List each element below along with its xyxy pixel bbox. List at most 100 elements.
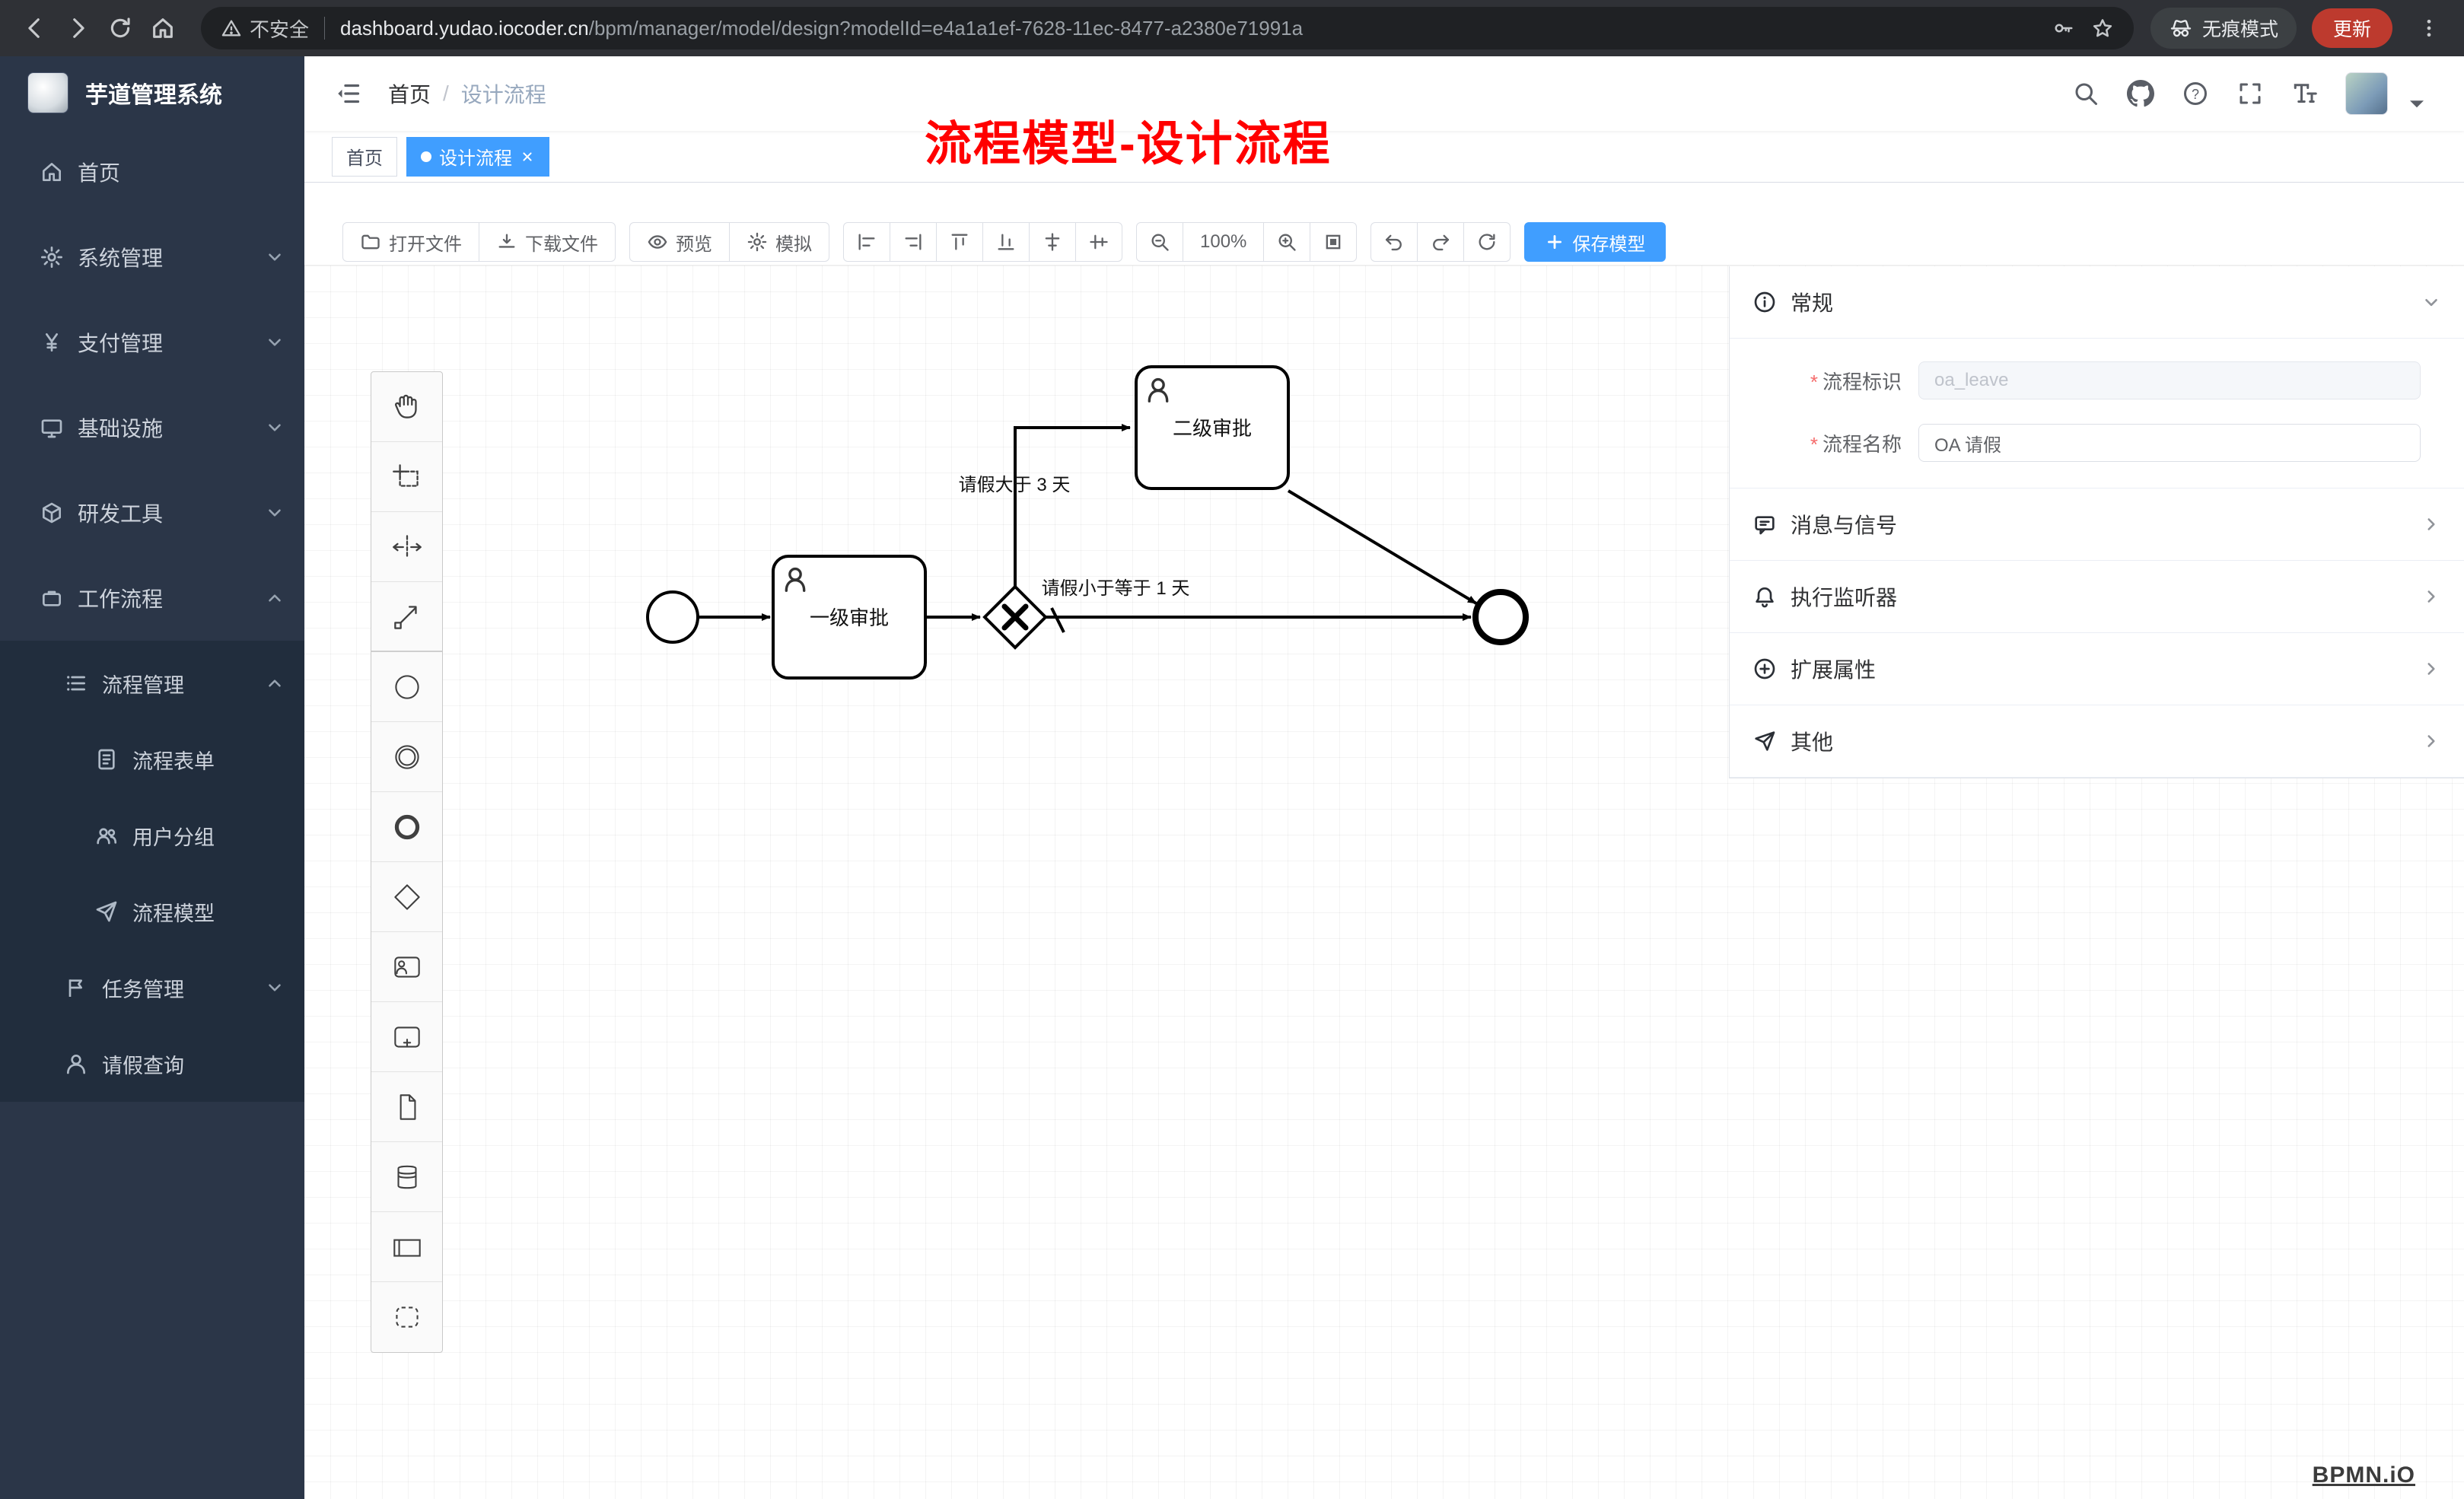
address-bar[interactable]: 不安全 dashboard.yudao.iocoder.cn/bpm/manag…	[201, 7, 2134, 49]
sidebar-item-leave-query[interactable]: 请假查询	[0, 1026, 304, 1102]
sidebar-item-task-mgmt[interactable]: 任务管理	[0, 950, 304, 1026]
section-execution-listener[interactable]: 执行监听器	[1730, 561, 2464, 633]
browser-home-button[interactable]	[142, 7, 184, 49]
cube-icon	[43, 502, 61, 524]
create-subprocess[interactable]	[371, 1002, 442, 1072]
section-messages-signals[interactable]: 消息与信号	[1730, 489, 2464, 561]
key-icon[interactable]	[2052, 17, 2074, 40]
fullscreen-button[interactable]	[2236, 79, 2265, 108]
preview-button[interactable]: 预览	[629, 222, 730, 262]
section-extended-attributes[interactable]: 扩展属性	[1730, 633, 2464, 705]
restart-button[interactable]	[1463, 222, 1511, 262]
process-key-label: 流程标识	[1822, 370, 1902, 393]
gateway-x-icon	[1001, 603, 1029, 631]
align-left-button[interactable]	[843, 222, 890, 262]
create-gateway[interactable]	[371, 862, 442, 932]
edge-label-gt[interactable]: 请假大于 3 天	[959, 475, 1071, 495]
browser-update-button[interactable]: 更新	[2311, 8, 2392, 48]
breadcrumb-home[interactable]: 首页	[388, 83, 431, 107]
zoom-level[interactable]: 100%	[1183, 222, 1265, 262]
hand-tool[interactable]	[371, 372, 442, 442]
app-logo[interactable]: 芋道管理系统	[0, 56, 304, 129]
flag-icon	[68, 979, 82, 997]
start-event-icon	[394, 674, 419, 699]
lasso-tool[interactable]	[371, 442, 442, 512]
chevron-down-icon	[269, 253, 281, 261]
start-event[interactable]	[646, 590, 699, 644]
browser-menu-button[interactable]	[2408, 7, 2450, 49]
space-tool[interactable]	[371, 512, 442, 582]
create-intermediate-event[interactable]	[371, 722, 442, 792]
flow-task2-to-end[interactable]	[1287, 489, 1478, 605]
edge-label-le[interactable]: 请假小于等于 1 天	[1042, 578, 1190, 599]
intermediate-event-icon	[394, 744, 419, 769]
undo-button[interactable]	[1370, 222, 1418, 262]
bpmn-canvas[interactable]: 一级审批 二级审批 请假大于 3 天 请假小于等于 1 天	[304, 265, 2464, 1499]
end-event[interactable]	[1472, 589, 1529, 645]
process-key-input[interactable]	[1918, 361, 2421, 399]
header-search-button[interactable]	[2071, 79, 2100, 108]
general-fields: *流程标识 *流程名称	[1730, 339, 2464, 489]
simulate-button[interactable]: 模拟	[729, 222, 829, 262]
font-size-button[interactable]	[2291, 79, 2319, 108]
align-top-button[interactable]	[936, 222, 983, 262]
create-participant[interactable]	[371, 1212, 442, 1282]
align-center-button[interactable]	[1029, 222, 1076, 262]
align-right-button[interactable]	[890, 222, 937, 262]
security-label: 不安全	[250, 18, 310, 41]
sidebar-item-user-group[interactable]: 用户分组	[0, 797, 304, 874]
info-icon	[1754, 291, 1775, 313]
sidebar-item-system[interactable]: 系统管理	[0, 215, 304, 300]
bpmn-io-watermark[interactable]: BPMN.iO	[2312, 1462, 2415, 1488]
download-file-button[interactable]: 下载文件	[479, 222, 616, 262]
close-icon[interactable]	[520, 149, 535, 164]
task-second-approval[interactable]: 二级审批	[1135, 365, 1290, 490]
sidebar-item-payment[interactable]: 支付管理	[0, 300, 304, 385]
save-model-button[interactable]: 保存模型	[1524, 222, 1667, 262]
browser-reload-button[interactable]	[99, 7, 142, 49]
sidebar-item-process-form[interactable]: 流程表单	[0, 721, 304, 797]
flow-gateway-to-task2[interactable]	[1014, 424, 1131, 587]
sidebar-collapse-button[interactable]	[327, 73, 368, 114]
create-start-event[interactable]	[371, 652, 442, 722]
tab-home[interactable]: 首页	[332, 136, 397, 177]
security-chip[interactable]: 不安全	[221, 14, 309, 43]
zoom-out-button[interactable]	[1136, 222, 1183, 262]
create-end-event[interactable]	[371, 792, 442, 862]
briefcase-icon	[43, 590, 61, 606]
bookmark-star-icon[interactable]	[2091, 17, 2114, 40]
redo-button[interactable]	[1417, 222, 1465, 262]
create-data-store[interactable]	[371, 1142, 442, 1212]
zoom-in-button[interactable]	[1263, 222, 1311, 262]
user-avatar[interactable]	[2345, 72, 2388, 115]
section-general[interactable]: 常规	[1730, 266, 2464, 339]
exclusive-gateway[interactable]	[982, 584, 1048, 650]
section-other[interactable]: 其他	[1730, 705, 2464, 778]
global-connect-tool[interactable]	[371, 582, 442, 652]
send-icon	[96, 901, 117, 922]
help-button[interactable]: ?	[2181, 79, 2210, 108]
browser-back-button[interactable]	[14, 7, 56, 49]
breadcrumb: 首页 / 设计流程	[388, 78, 546, 109]
create-user-task[interactable]	[371, 932, 442, 1002]
open-file-button[interactable]: 打开文件	[342, 222, 479, 262]
sidebar-item-workflow[interactable]: 工作流程	[0, 555, 304, 641]
zoom-reset-button[interactable]	[1310, 222, 1358, 262]
sidebar-item-home[interactable]: 首页	[0, 129, 304, 215]
browser-forward-button[interactable]	[56, 7, 99, 49]
align-middle-button[interactable]	[1075, 222, 1122, 262]
tab-design-process[interactable]: 设计流程	[406, 136, 549, 177]
url-path: /bpm/manager/model/design?modelId=e4a1a1…	[588, 16, 1304, 40]
create-group[interactable]	[371, 1282, 442, 1352]
task-first-approval[interactable]: 一级审批	[772, 555, 927, 679]
browser-chrome: 不安全 dashboard.yudao.iocoder.cn/bpm/manag…	[0, 0, 2464, 56]
sidebar-item-process-mgmt[interactable]: 流程管理	[0, 645, 304, 721]
create-data-object[interactable]	[371, 1072, 442, 1142]
sidebar-item-devtools[interactable]: 研发工具	[0, 470, 304, 555]
process-name-input[interactable]	[1918, 424, 2421, 462]
caret-down-icon[interactable]	[2403, 90, 2431, 117]
github-link[interactable]	[2126, 79, 2155, 108]
align-bottom-button[interactable]	[982, 222, 1030, 262]
sidebar-item-process-model[interactable]: 流程模型	[0, 874, 304, 950]
sidebar-item-infra[interactable]: 基础设施	[0, 385, 304, 470]
